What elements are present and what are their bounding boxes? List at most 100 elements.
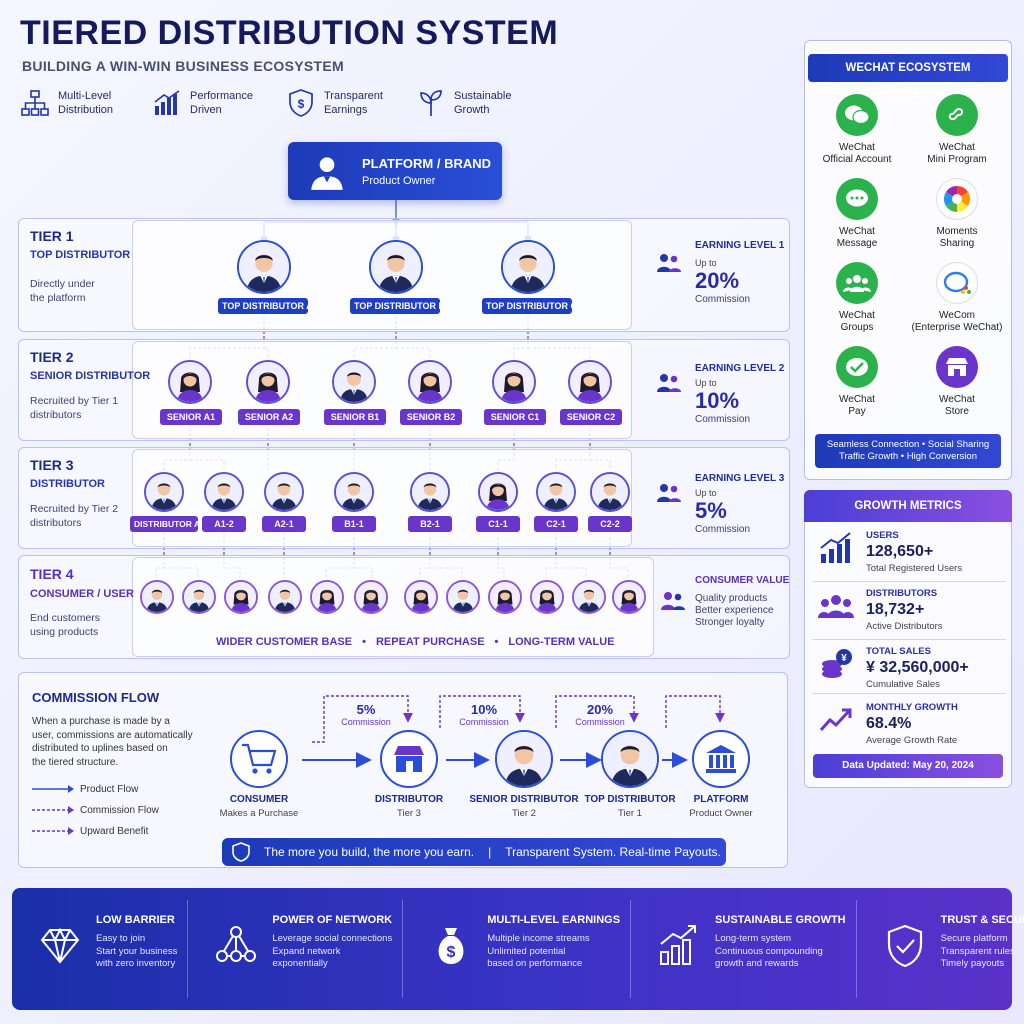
sprout-icon (420, 90, 442, 116)
member-tag: B1-1 (332, 516, 376, 532)
member-tag: C2-2 (588, 516, 632, 532)
svg-text:$: $ (298, 97, 305, 111)
member-tag: TOP DISTRIBUTOR C (482, 298, 577, 314)
diamond-icon (40, 927, 80, 964)
network-icon (216, 926, 257, 962)
page-subtitle: BUILDING A WIN-WIN BUSINESS ECOSYSTEM (22, 58, 344, 74)
user-icon (311, 157, 343, 190)
avatar (446, 580, 480, 614)
slogan-banner: The more you build, the more you earn. |… (222, 838, 726, 866)
data-updated: Data Updated: May 20, 2024 (813, 754, 1003, 778)
member-tag: SENIOR C1 (484, 409, 546, 425)
platform-brand-node: PLATFORM / BRAND Product Owner (288, 142, 502, 200)
commission-rate: 10%Commission (459, 702, 509, 727)
member-tag: C2-1 (534, 516, 578, 532)
avatar (612, 580, 646, 614)
avatar (568, 360, 612, 404)
avatar (237, 240, 291, 294)
coins-icon: ¥ (822, 649, 852, 678)
earning-level-2: EARNING LEVEL 2 Up to 10% Commission (695, 363, 785, 425)
commission-legend: Product Flow Commission Flow Upward Bene… (32, 782, 159, 838)
message-icon (846, 189, 868, 207)
feature-label: Earnings (324, 104, 368, 116)
avatar (264, 472, 304, 512)
avatar (536, 472, 576, 512)
shop-icon (394, 746, 424, 772)
users-icon (657, 254, 681, 272)
feature-label: Multi-Level (58, 90, 112, 102)
member-tag: SENIOR A2 (238, 409, 300, 425)
shield-dollar-icon: $ (289, 89, 313, 117)
avatar (488, 580, 522, 614)
store-icon (946, 358, 968, 376)
member-tag: TOP DISTRIBUTOR B (350, 298, 445, 314)
consumer-values: WIDER CUSTOMER BASE•REPEAT PURCHASE•LONG… (216, 636, 615, 648)
consumer-value-block: CONSUMER VALUE Quality products Better e… (695, 575, 790, 628)
avatar (332, 360, 376, 404)
slogan-2: Transparent System. Real-time Payouts. (505, 845, 721, 859)
platform-title: PLATFORM / BRAND (362, 155, 492, 171)
wecom-icon (943, 271, 971, 294)
hierarchy-icon (21, 90, 49, 116)
feature-label: Sustainable (454, 90, 512, 102)
users-icon (661, 592, 685, 610)
group-icon (843, 275, 871, 292)
trend-up-icon (819, 708, 852, 732)
moments-icon (943, 185, 971, 213)
wechat-heading: WECHAT ECOSYSTEM INTEGRATION (808, 54, 1008, 102)
wechat-wecom: WeCom(Enterprise WeChat) (906, 262, 1008, 334)
line-growth-icon (820, 532, 851, 563)
tier-name: TOP DISTRIBUTOR (30, 249, 131, 261)
member-tag: SENIOR C2 (560, 409, 622, 425)
earning-level-1: EARNING LEVEL 1 Up to 20% Commission (695, 240, 785, 305)
consumer-avatars (138, 580, 646, 620)
money-bag-icon: $ (438, 928, 464, 964)
tier-name: SENIOR DISTRIBUTOR (30, 370, 151, 382)
mini-program-icon (948, 107, 963, 121)
avatar (369, 240, 423, 294)
member-tag: TOP DISTRIBUTOR A (218, 298, 313, 314)
commission-rate: 5%Commission (341, 702, 391, 727)
member-tag: B2-1 (408, 516, 452, 532)
bank-icon (706, 745, 736, 773)
avatar (144, 472, 184, 512)
users-icon (657, 484, 681, 502)
page-title: TIERED DISTRIBUTION SYSTEM (20, 14, 559, 52)
solid-arrow-icon (32, 785, 74, 793)
senior-avatar (497, 731, 551, 787)
upward-arrow-icon (32, 827, 74, 835)
earning-level-3: EARNING LEVEL 3 Up to 5% Commission (695, 473, 785, 535)
avatar (501, 240, 555, 294)
svg-text:¥: ¥ (841, 653, 847, 664)
feature-label: Growth (454, 104, 490, 116)
member-tag: C1-1 (476, 516, 520, 532)
metric-total-sales: ¥ TOTAL SALES¥ 32,560,000+Cumulative Sal… (812, 644, 1006, 694)
avatar (140, 580, 174, 614)
avatar (590, 472, 630, 512)
avatar (224, 580, 258, 614)
tier-4-panel (132, 557, 654, 657)
tier-label: TIER 1 (30, 228, 74, 244)
commission-heading: COMMISSION FLOW (32, 690, 160, 705)
